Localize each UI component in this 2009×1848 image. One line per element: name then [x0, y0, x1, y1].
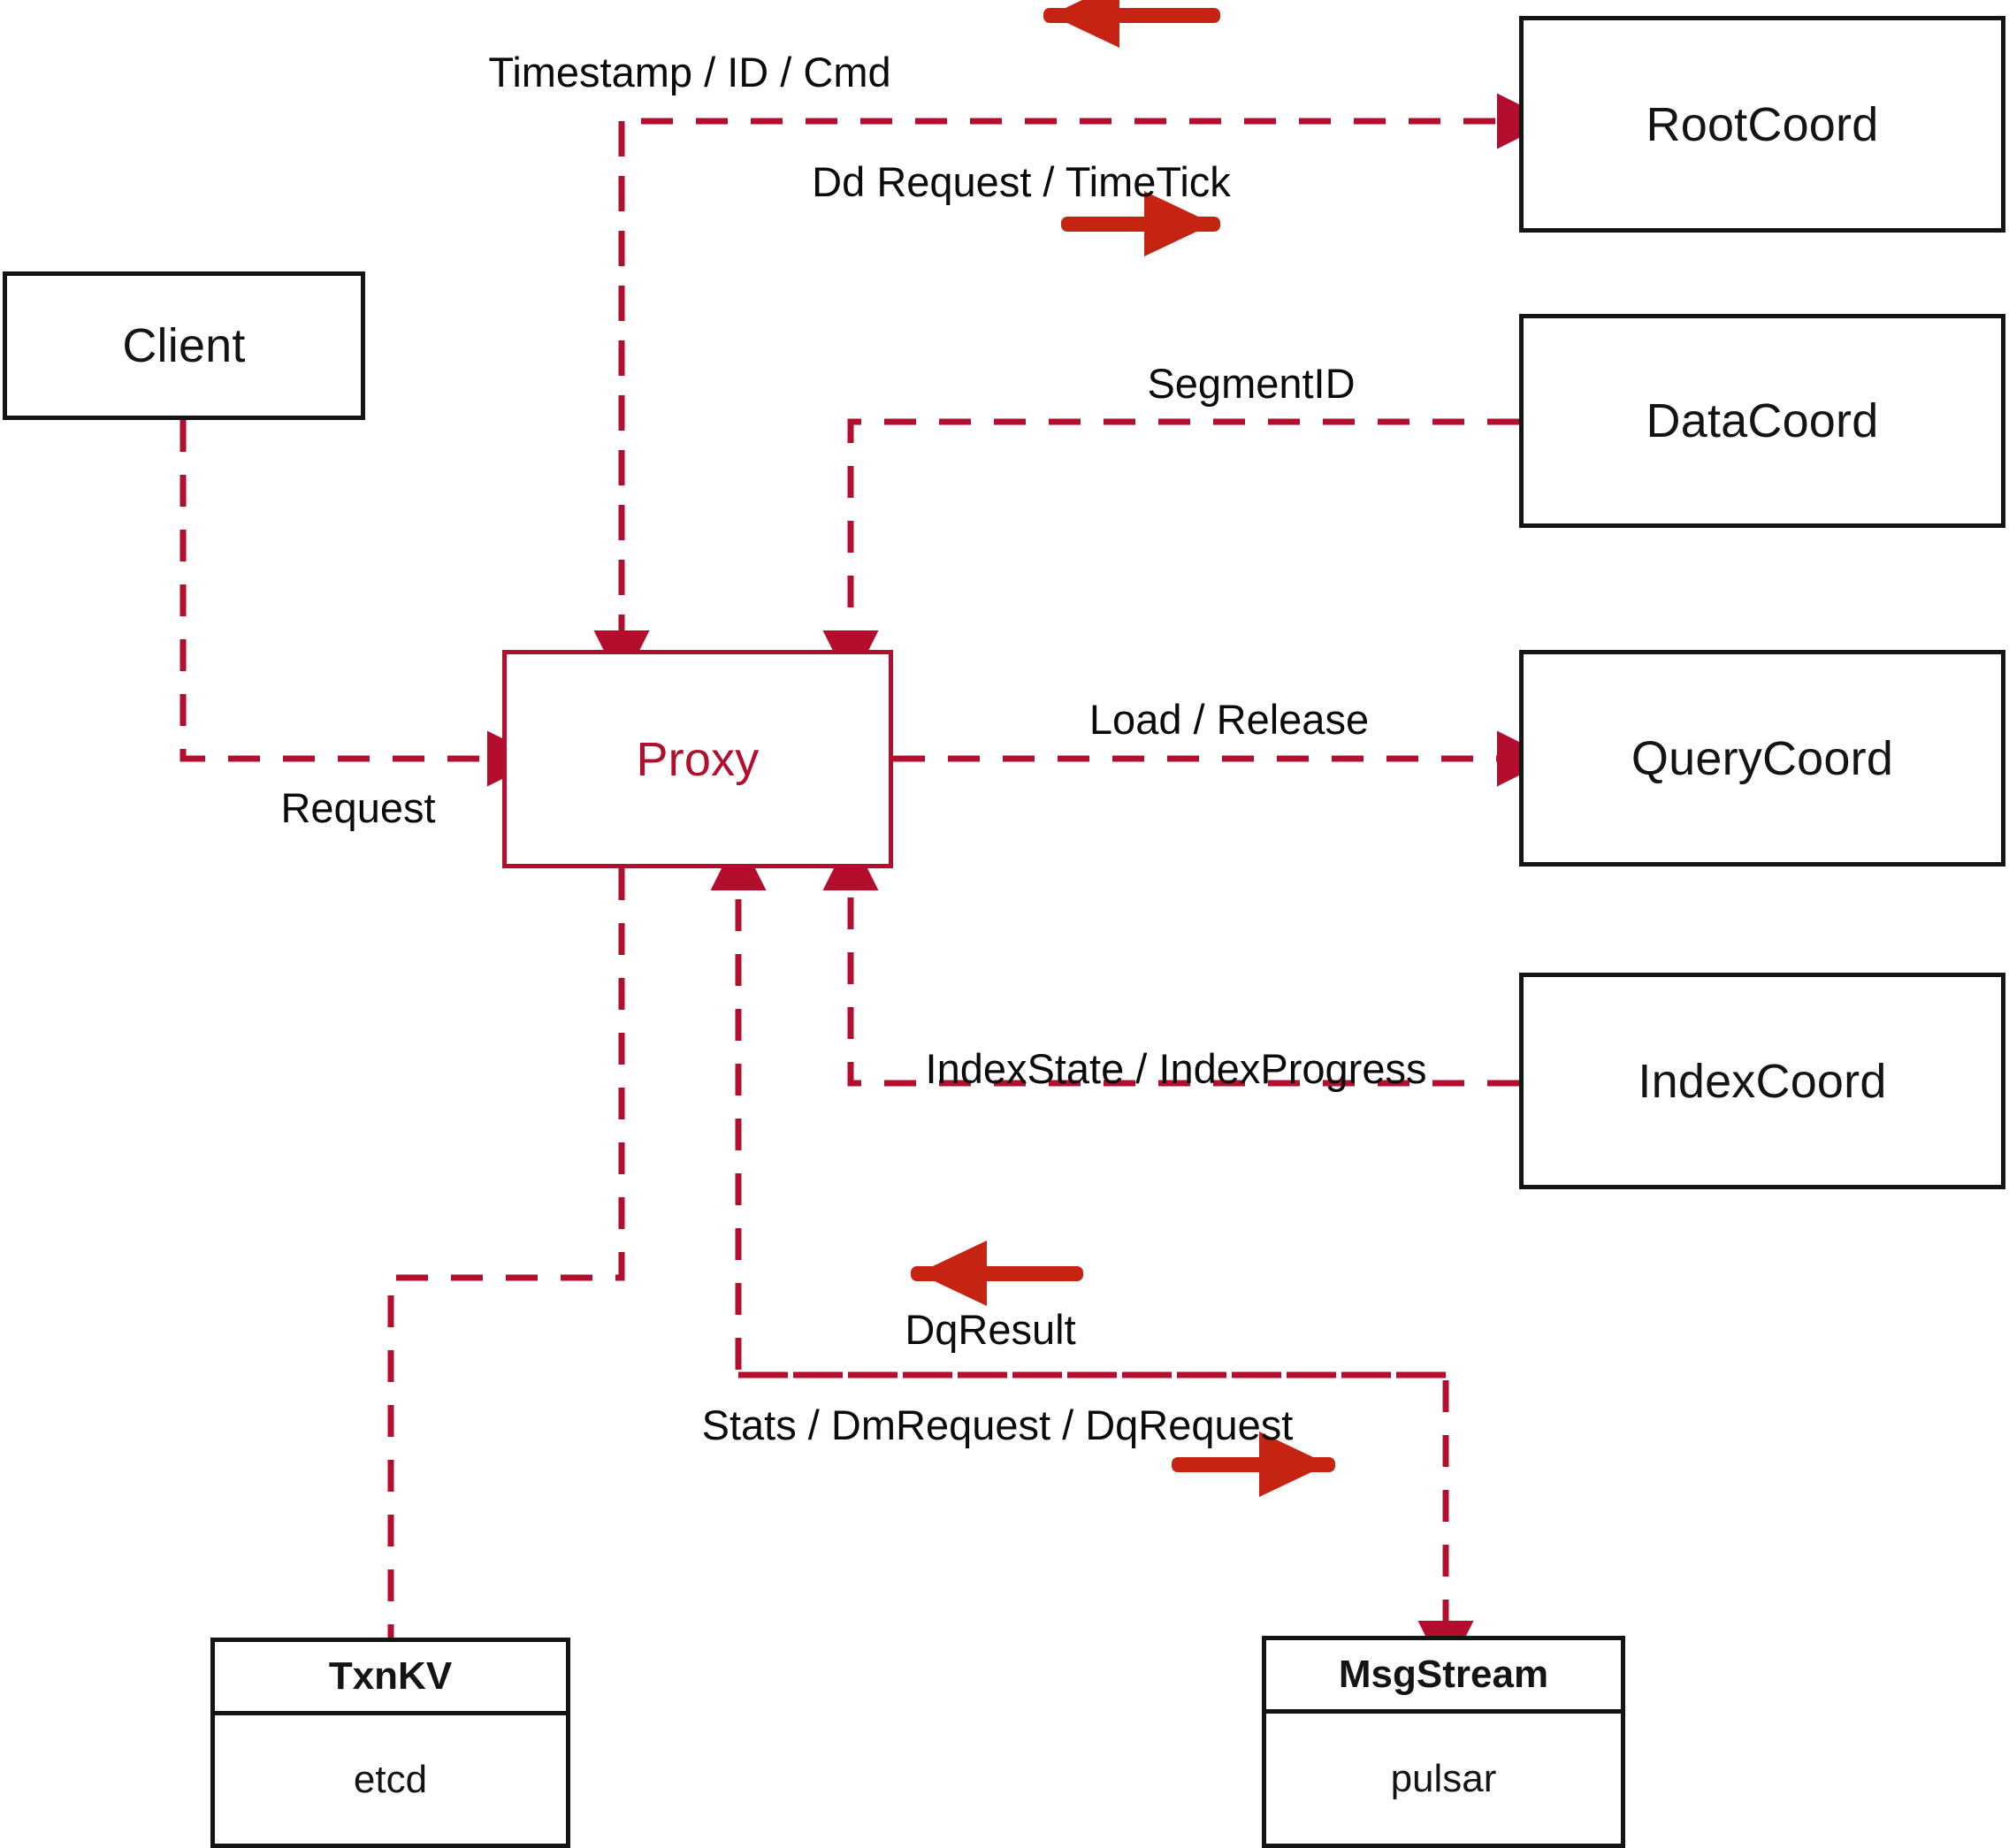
node-datacoord-label: DataCoord — [1646, 394, 1879, 447]
node-client-label: Client — [122, 319, 246, 372]
edge-dq-result — [710, 835, 1446, 1378]
node-indexcoord-label: IndexCoord — [1638, 1054, 1887, 1108]
node-proxy[interactable]: Proxy — [502, 650, 893, 868]
node-rootcoord[interactable]: RootCoord — [1519, 16, 2005, 233]
edge-segment-id — [822, 418, 1519, 686]
edge-label-stats-dm-dq-request: Stats / DmRequest / DqRequest — [701, 1401, 1294, 1448]
node-indexcoord[interactable]: IndexCoord — [1519, 973, 2005, 1189]
node-msgstream-body: pulsar — [1390, 1756, 1497, 1800]
node-txnkv[interactable]: TxnKV etcd — [210, 1638, 570, 1848]
node-proxy-label: Proxy — [636, 732, 760, 786]
edge-label-dq-result: DqResult — [905, 1306, 1076, 1353]
edge-request — [180, 420, 543, 787]
node-msgstream-header: MsgStream — [1266, 1640, 1621, 1714]
node-msgstream[interactable]: MsgStream pulsar — [1262, 1636, 1625, 1848]
node-querycoord[interactable]: QueryCoord — [1519, 650, 2005, 867]
node-txnkv-header: TxnKV — [215, 1642, 566, 1715]
node-txnkv-body: etcd — [353, 1757, 428, 1801]
edge-label-request: Request — [280, 784, 436, 831]
node-querycoord-label: QueryCoord — [1631, 731, 1894, 785]
edge-proxy-txnkv — [387, 868, 625, 1638]
direction-arrow-dq-result — [911, 1241, 1083, 1306]
edge-label-timestamp-id-cmd: Timestamp / ID / Cmd — [488, 49, 891, 95]
node-rootcoord-label: RootCoord — [1646, 97, 1879, 151]
direction-arrow-timestamp-id-cmd — [1043, 0, 1220, 48]
edge-label-load-release: Load / Release — [1089, 696, 1370, 743]
edge-label-dd-request-timetick: Dd Request / TimeTick — [812, 158, 1231, 205]
edge-label-index-state-progress: IndexState / IndexProgress — [925, 1045, 1427, 1092]
node-client[interactable]: Client — [3, 271, 365, 420]
edge-label-segment-id: SegmentID — [1147, 360, 1356, 407]
node-datacoord[interactable]: DataCoord — [1519, 314, 2005, 528]
